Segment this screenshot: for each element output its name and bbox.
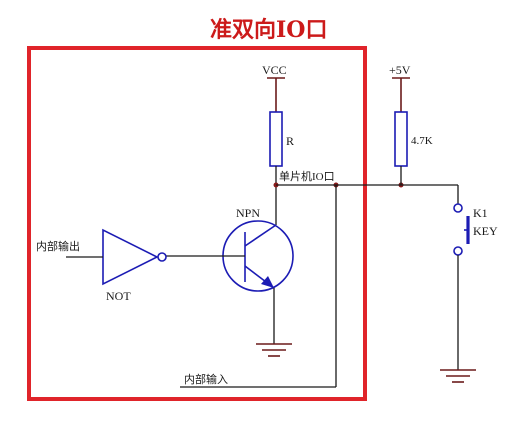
resistor-label: R xyxy=(286,134,294,148)
ground-icon xyxy=(256,343,292,357)
npn-label: NPN xyxy=(236,206,260,220)
plus5v-supply: +5V xyxy=(389,63,411,112)
key-ref-label: K1 xyxy=(473,206,488,220)
emitter-arrow-icon xyxy=(261,276,274,288)
vcc-label: VCC xyxy=(262,63,287,77)
key-switch: K1 KEY xyxy=(453,203,498,256)
pullup-label: 4.7K xyxy=(411,135,433,147)
internal-output-label: 内部输出 xyxy=(36,239,80,253)
not-label: NOT xyxy=(106,289,131,303)
internal-input-label: 内部输入 xyxy=(184,372,228,386)
io-port-label: 单片机IO口 xyxy=(279,169,335,183)
ground-icon xyxy=(440,369,476,383)
diagram-title: 准双向IO口 xyxy=(210,17,327,43)
vcc-supply: VCC xyxy=(262,63,287,112)
not-gate: NOT xyxy=(102,228,167,303)
resistor-r: R xyxy=(269,111,294,167)
pullup-resistor: 4.7K xyxy=(394,111,433,167)
plus5v-label: +5V xyxy=(389,63,411,77)
key-label: KEY xyxy=(473,224,498,238)
red-frame xyxy=(27,46,367,401)
npn-transistor: NPN xyxy=(166,206,294,292)
